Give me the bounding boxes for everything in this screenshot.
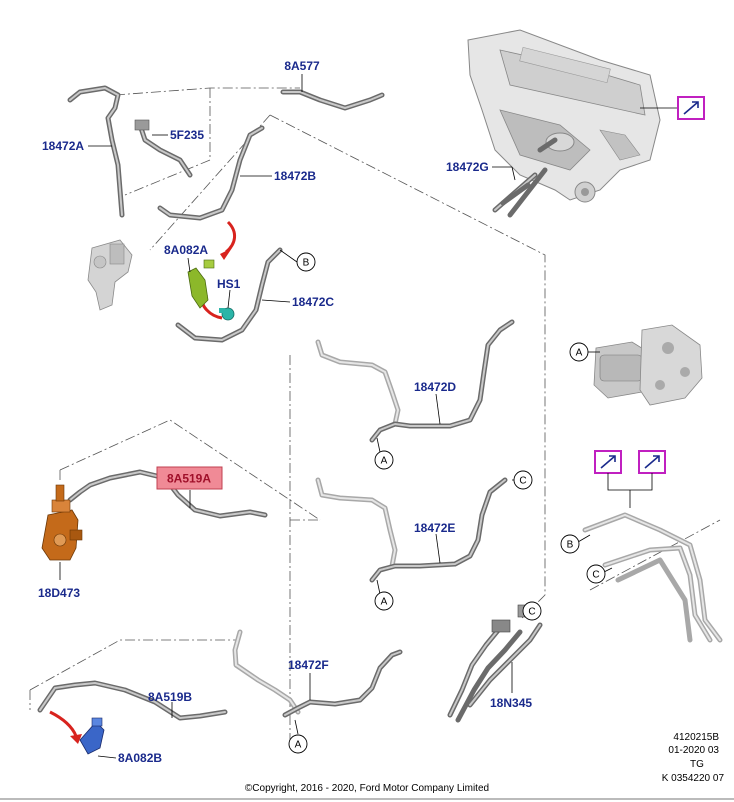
- pump-18D473: [41, 484, 83, 561]
- callout-c-18472E: C: [513, 470, 533, 490]
- callout-c-right: C: [586, 564, 606, 584]
- drawing-ref: K 0354220 07: [662, 773, 725, 784]
- hose-18472E: [315, 477, 508, 583]
- label-18472E[interactable]: 18472E: [414, 521, 455, 535]
- label-8A519A[interactable]: 8A519A: [167, 472, 211, 486]
- hose-18472B: [157, 125, 265, 221]
- label-18472A[interactable]: 18472A: [42, 139, 84, 153]
- label-8A577[interactable]: 8A577: [284, 59, 320, 73]
- hose-18472D: [315, 319, 515, 443]
- svg-text:B: B: [303, 258, 310, 269]
- hvac-reference-box[interactable]: [677, 96, 705, 120]
- hose-8A519B: [37, 680, 228, 721]
- svg-text:C: C: [528, 607, 535, 618]
- drawing-date: 01-2020 03: [668, 745, 719, 756]
- svg-text:A: A: [381, 456, 388, 467]
- callout-a-18472E: A: [374, 591, 394, 611]
- external-reference-icon: [600, 455, 616, 469]
- label-HS1[interactable]: HS1: [217, 277, 241, 291]
- svg-text:A: A: [576, 348, 583, 359]
- label-18472F[interactable]: 18472F: [288, 658, 329, 672]
- drawing-tg: TG: [690, 759, 704, 770]
- svg-text:A: A: [295, 740, 302, 751]
- label-18472D[interactable]: 18472D: [414, 380, 456, 394]
- part-5F235: [134, 119, 193, 178]
- label-5F235[interactable]: 5F235: [170, 128, 204, 142]
- svg-text:C: C: [519, 476, 526, 487]
- bracket-8A082B: [79, 717, 105, 755]
- hose-8A577: [280, 89, 385, 111]
- hose-18472F: [232, 629, 403, 718]
- hose-18472C: [175, 247, 283, 343]
- hose-bundle-right: [582, 512, 723, 643]
- hose-18472A: [67, 85, 125, 218]
- connector-18472G: [492, 137, 558, 218]
- callout-a-motor: A: [569, 342, 589, 362]
- ref-box-right[interactable]: [638, 450, 666, 474]
- callout-a-18472D: A: [374, 450, 394, 470]
- bracket-8A082A: [187, 259, 215, 309]
- actuator-motor: [593, 324, 703, 406]
- external-reference-icon: [644, 455, 660, 469]
- label-18472B[interactable]: 18472B: [274, 169, 316, 183]
- callout-b-right: B: [560, 534, 580, 554]
- coolant-valve: [87, 239, 133, 311]
- red-direction-arrow: [225, 220, 236, 254]
- highlight-8A519A[interactable]: 8A519A: [156, 466, 223, 490]
- label-8A082A[interactable]: 8A082A: [164, 243, 208, 257]
- svg-text:B: B: [567, 540, 574, 551]
- svg-text:A: A: [381, 597, 388, 608]
- group-lines: [29, 87, 721, 740]
- hvac-module: [467, 29, 661, 203]
- callout-a-18472F: A: [288, 734, 308, 754]
- callout-c-18N345: C: [522, 601, 542, 621]
- label-18N345[interactable]: 18N345: [490, 696, 532, 710]
- external-reference-icon: [683, 101, 699, 115]
- drawing-code: 4120215B: [673, 732, 719, 743]
- hose-bundle-18N345: [447, 604, 543, 723]
- callout-b-top: B: [296, 252, 316, 272]
- label-18472C[interactable]: 18472C: [292, 295, 334, 309]
- ref-box-left[interactable]: [594, 450, 622, 474]
- svg-text:C: C: [592, 570, 599, 581]
- red-direction-arrow: [49, 710, 78, 737]
- label-18D473[interactable]: 18D473: [38, 586, 80, 600]
- copyright: ©Copyright, 2016 - 2020, Ford Motor Comp…: [245, 783, 489, 794]
- label-8A519B[interactable]: 8A519B: [148, 690, 192, 704]
- label-8A082B[interactable]: 8A082B: [118, 751, 162, 765]
- label-18472G[interactable]: 18472G: [446, 160, 489, 174]
